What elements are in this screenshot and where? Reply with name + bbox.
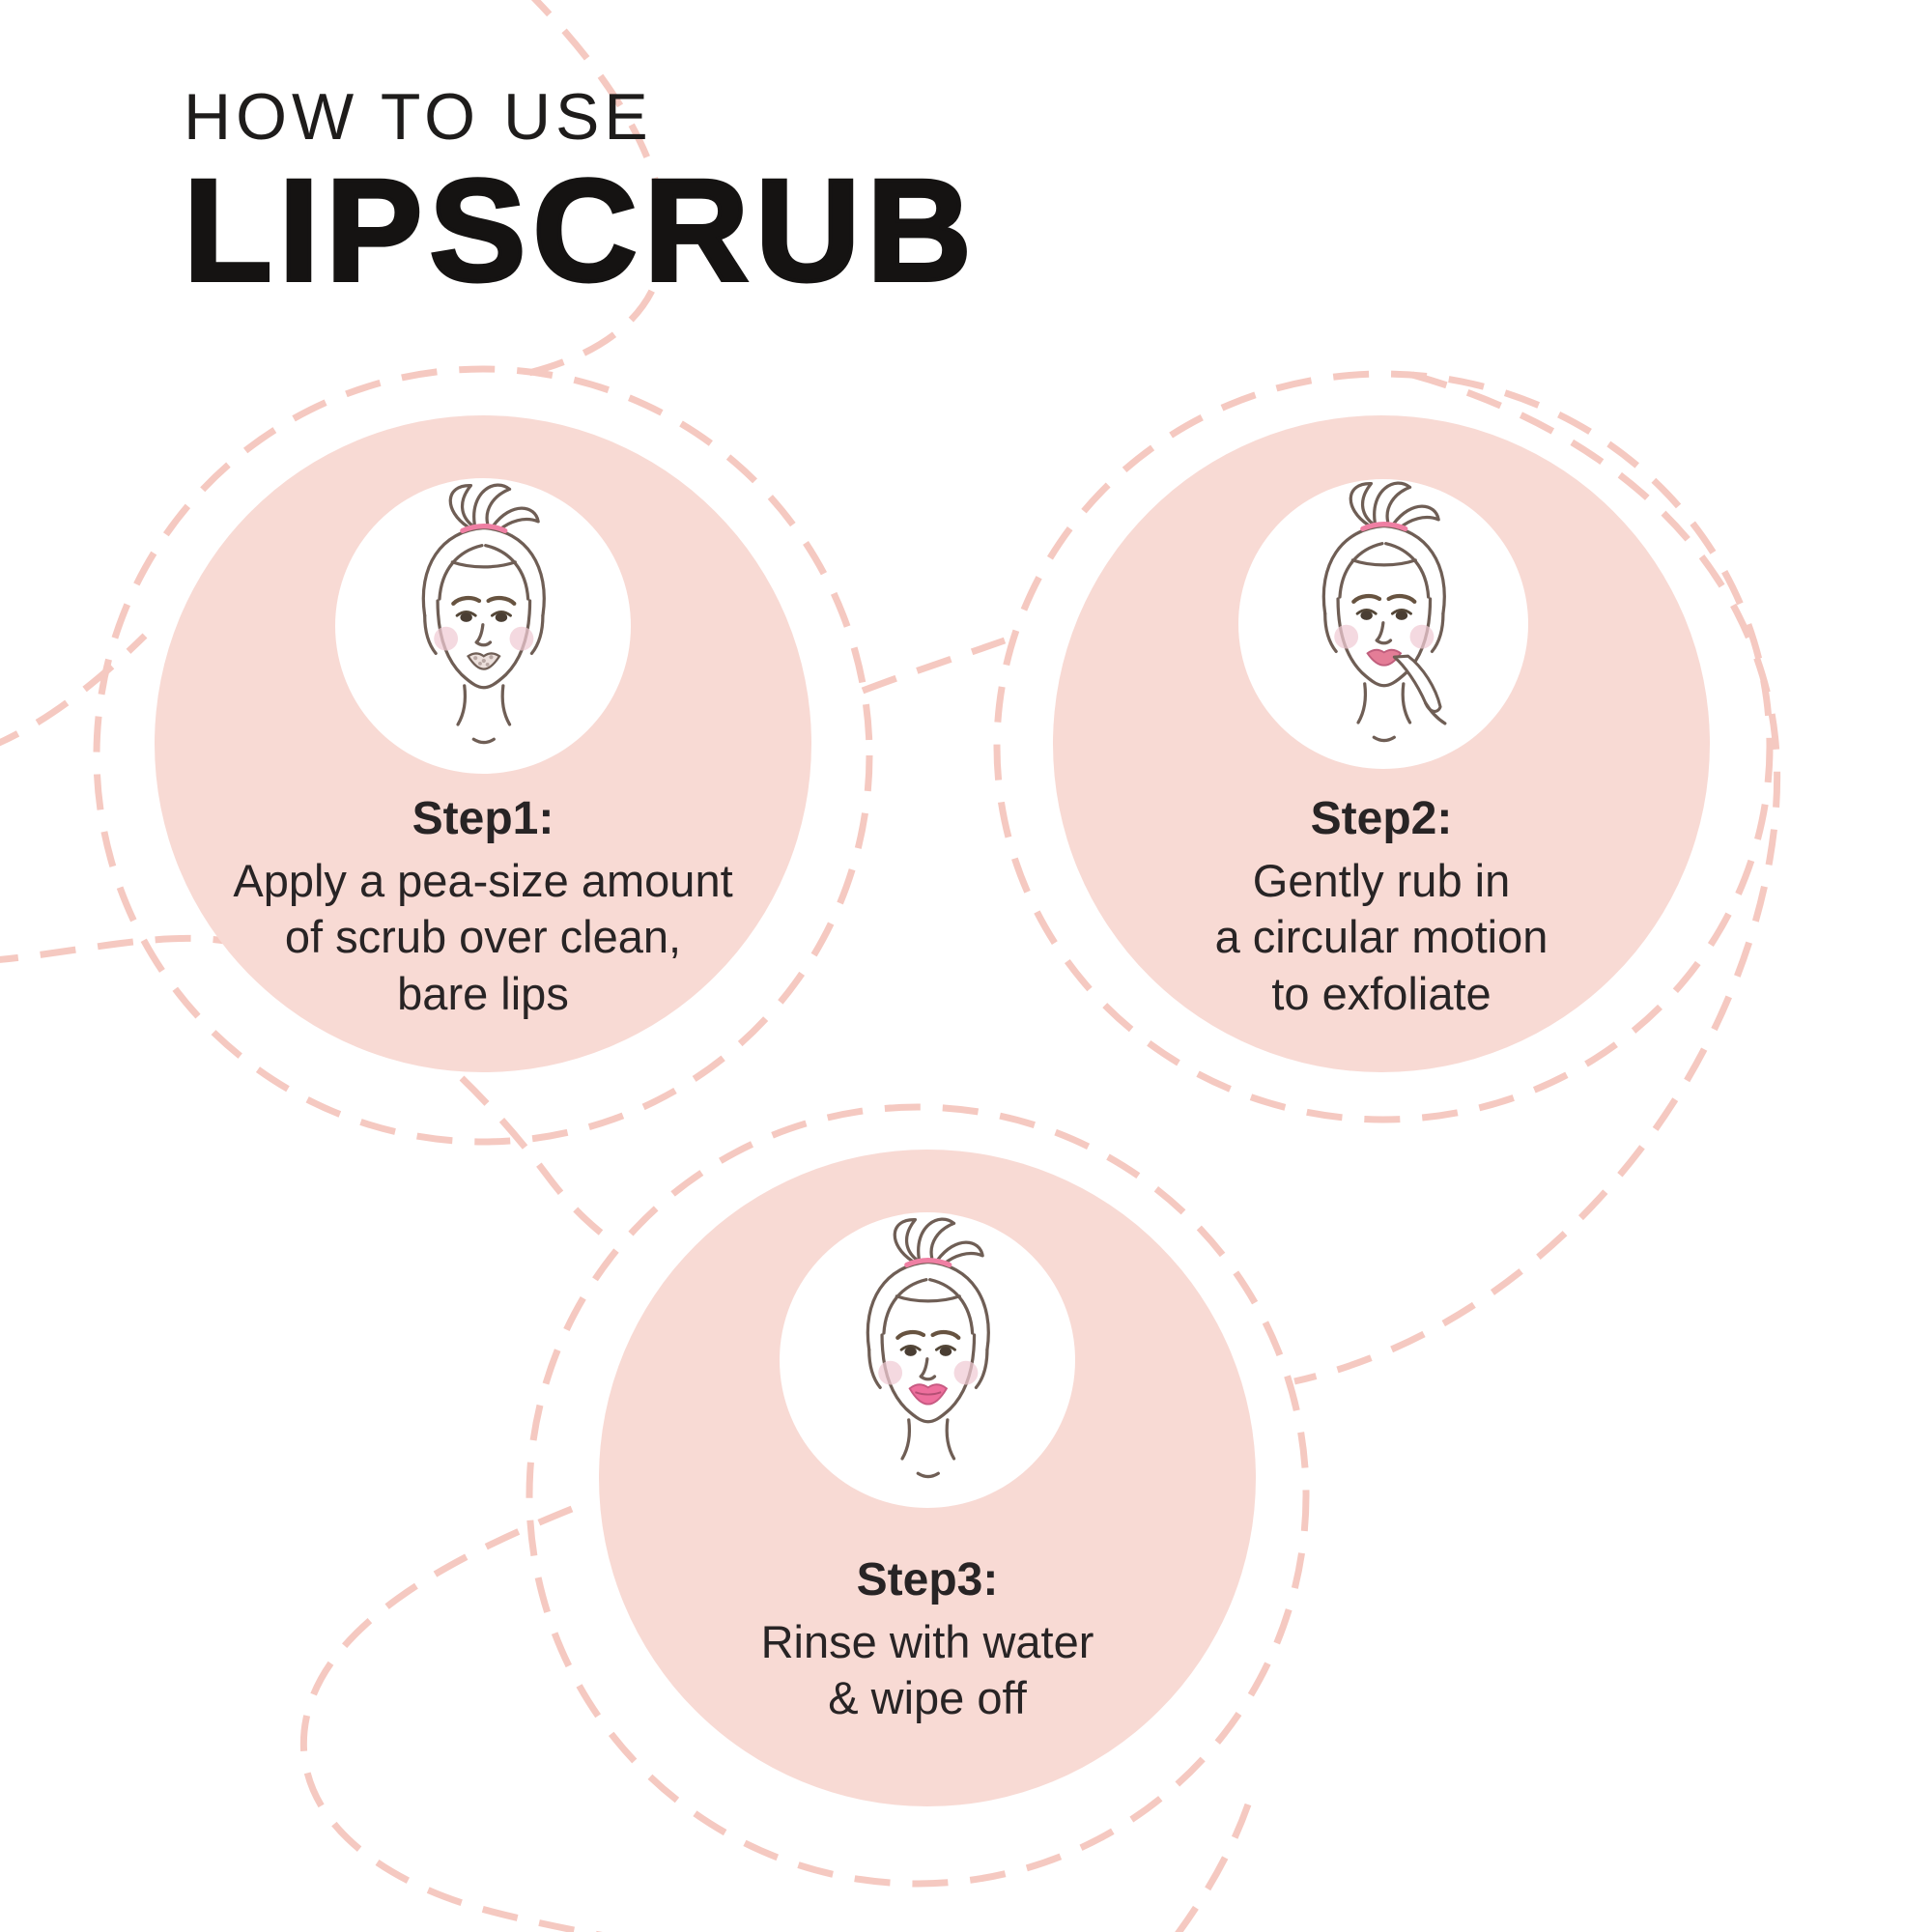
step2-label: Step2: bbox=[1310, 793, 1453, 844]
title-main: LIPSCRUB bbox=[182, 148, 979, 311]
dashed-ring-step3 bbox=[526, 1103, 1310, 1888]
step3-text: Rinse with water & wipe off bbox=[760, 1616, 1094, 1724]
dashed-ring-step2 bbox=[993, 370, 1774, 1123]
step3-caption: Step3: Rinse with water & wipe off bbox=[570, 1553, 1285, 1727]
step1-caption: Step1: Apply a pea-size amount of scrub … bbox=[126, 792, 840, 1022]
face-illustration-step3 bbox=[866, 1217, 990, 1479]
dashed-bottom-right-exit bbox=[1175, 1803, 1252, 1932]
step1-text: Apply a pea-size amount of scrub over cl… bbox=[233, 855, 733, 1019]
title-kicker: HOW TO USE bbox=[184, 80, 653, 154]
dashed-left-upper-line bbox=[0, 633, 148, 747]
step2-caption: Step2: Gently rub in a circular motion t… bbox=[1024, 792, 1739, 1022]
dashed-connector-step1-step2 bbox=[861, 637, 1007, 695]
page-title: HOW TO USE LIPSCRUB bbox=[182, 80, 979, 311]
step2-text: Gently rub in a circular motion to exfol… bbox=[1214, 855, 1548, 1019]
dashed-ring-step1 bbox=[93, 365, 873, 1146]
face-illustration-step1 bbox=[421, 483, 546, 745]
dashed-bottom-left-wrap bbox=[299, 1505, 603, 1932]
face-illustration-step2 bbox=[1321, 481, 1447, 743]
step1-label: Step1: bbox=[412, 793, 554, 844]
dashed-top-curve bbox=[511, 0, 668, 381]
dashed-right-outer-curve bbox=[1293, 371, 1781, 1385]
step3-label: Step3: bbox=[856, 1554, 999, 1605]
